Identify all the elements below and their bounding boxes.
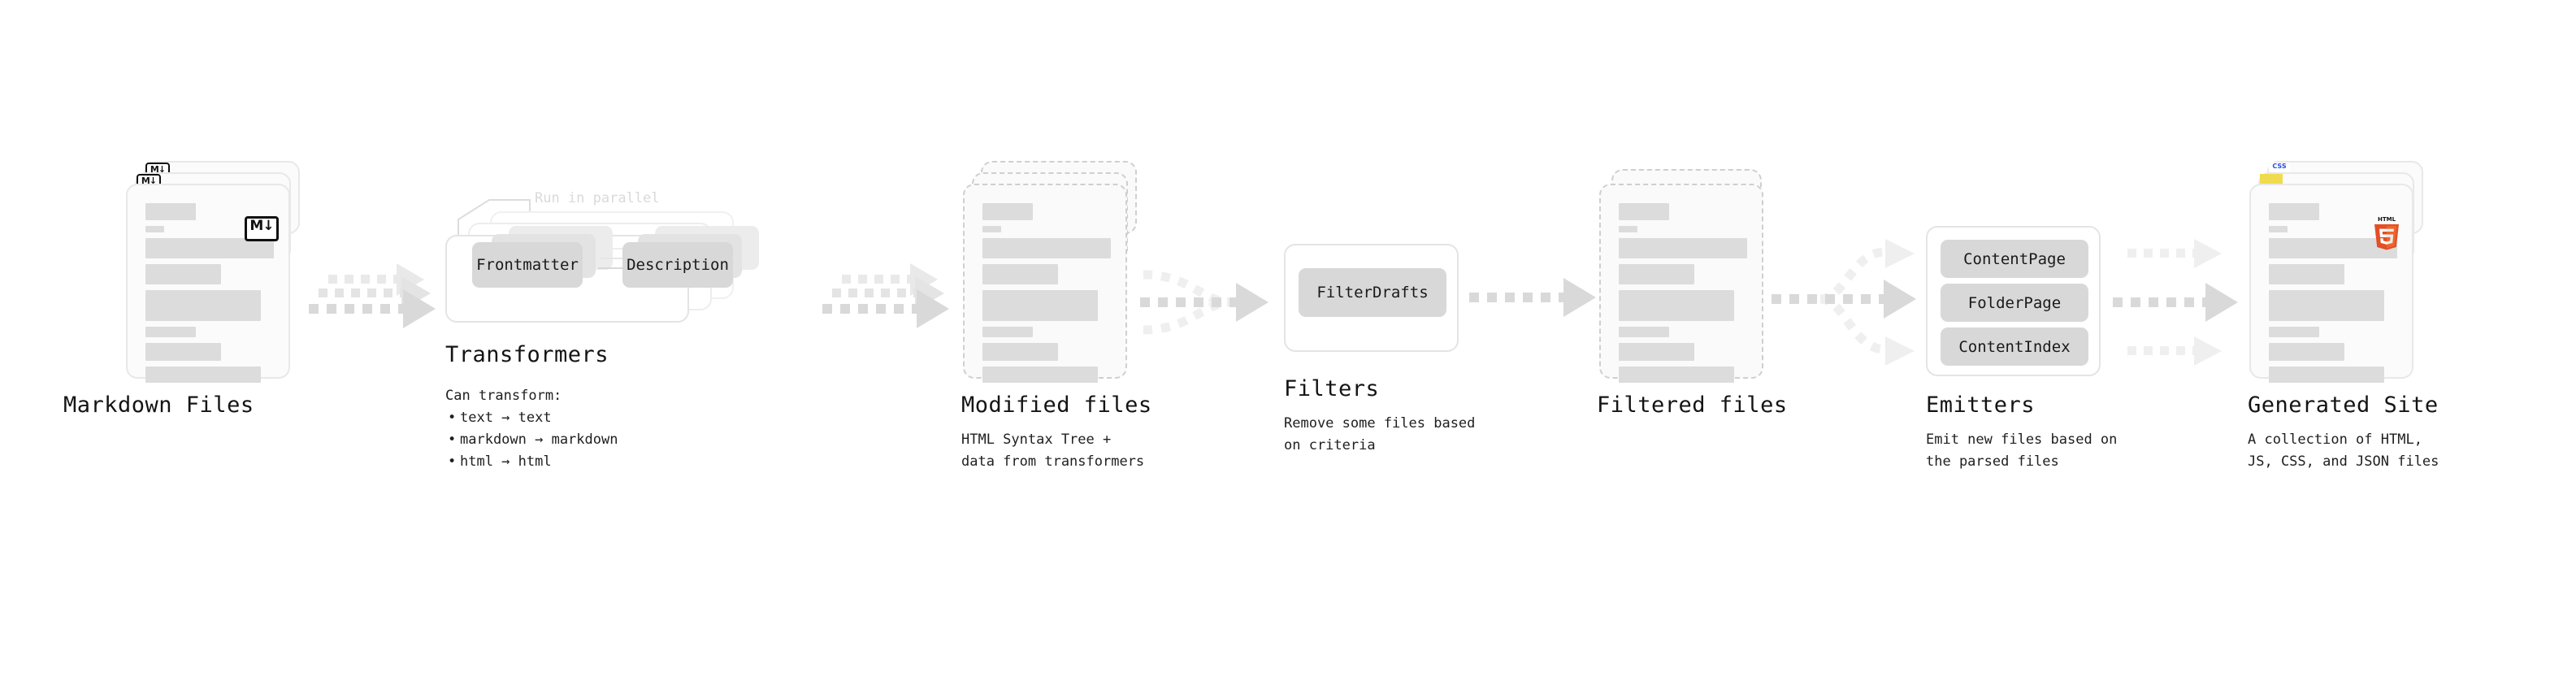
stage-title-filters: Filters: [1284, 376, 1380, 401]
desc-line: JS, CSS, and JSON files: [2248, 453, 2439, 470]
stage-title-markdown-files: Markdown Files: [63, 393, 254, 418]
stage-title-transformers: Transformers: [445, 342, 609, 367]
stage-markdown-files: M↓ M↓ M↓ Markdown Files: [63, 161, 301, 418]
skeleton-bar: [145, 343, 221, 361]
chip-folderpage-label: FolderPage: [1967, 293, 2062, 312]
skeleton-bar: [1619, 327, 1669, 337]
desc-line: the parsed files: [1926, 453, 2059, 470]
skeleton-bar: [982, 343, 1058, 361]
connector-filters-to-filtered: [1469, 278, 1599, 330]
stage-generated-site: CSS HTML: [2248, 161, 2439, 470]
document-skeleton: [2269, 203, 2397, 388]
desc-line: data from transformers: [961, 453, 1145, 470]
desc-line: A collection of HTML,: [2248, 432, 2422, 448]
chip-contentpage-label: ContentPage: [1963, 249, 2066, 268]
skeleton-bar: [145, 264, 221, 284]
skeleton-bar: [982, 367, 1098, 383]
skeleton-bar: [1619, 226, 1637, 232]
skeleton-bar: [982, 327, 1033, 337]
run-in-parallel-bracket: [458, 199, 531, 239]
skeleton-bar: [2269, 343, 2344, 361]
svg-text:HTML: HTML: [2378, 216, 2396, 223]
stage-title-filtered-files: Filtered files: [1597, 393, 1788, 418]
list-item: html → html: [448, 451, 618, 473]
skeleton-bar: [145, 238, 274, 258]
skeleton-bar: [2269, 203, 2319, 220]
chip-description-label: Description: [627, 256, 729, 274]
skeleton-bar: [2269, 367, 2384, 383]
chip-filterdrafts-label: FilterDrafts: [1316, 284, 1429, 301]
html5-icon: HTML: [2371, 215, 2402, 250]
connector-transformers-to-modified: [821, 263, 951, 349]
filters-panel: FilterDrafts: [1284, 244, 1459, 352]
document-skeleton: [145, 203, 274, 388]
file-card-front: [1599, 184, 1763, 383]
filtered-file-stack: [1599, 161, 1774, 383]
skeleton-bar: [2269, 290, 2384, 321]
list-item: text → text: [448, 407, 618, 429]
stage-modified-files: Modified files HTML Syntax Tree + data f…: [961, 161, 1151, 470]
skeleton-bar: [1619, 264, 1694, 284]
stage-title-emitters: Emitters: [1926, 393, 2036, 418]
skeleton-bar: [2269, 238, 2397, 258]
markdown-file-stack: M↓ M↓ M↓: [126, 161, 301, 383]
skeleton-bar: [1619, 203, 1669, 220]
emitters-panel: ContentPage FolderPage ContentIndex: [1926, 226, 2101, 376]
desc-line: on criteria: [1284, 437, 1376, 453]
file-card-front: [963, 184, 1127, 383]
document-skeleton: [1619, 203, 1747, 388]
skeleton-bar: [2269, 264, 2344, 284]
skeleton-bar: [145, 327, 196, 337]
skeleton-bar: [982, 238, 1111, 258]
skeleton-bar: [145, 367, 261, 383]
skeleton-bar: [145, 226, 164, 232]
desc-line: Remove some files based: [1284, 415, 1476, 432]
chip-contentindex[interactable]: ContentIndex: [1941, 327, 2088, 366]
modified-files-description: HTML Syntax Tree + data from transformer…: [961, 429, 1144, 473]
chip-contentindex-label: ContentIndex: [1958, 337, 2071, 356]
chip-contentpage[interactable]: ContentPage: [1941, 240, 2088, 278]
skeleton-bar: [982, 290, 1098, 321]
skeleton-bar: [1619, 343, 1694, 361]
stage-filtered-files: Filtered files: [1597, 161, 1787, 418]
run-in-parallel-label: Run in parallel: [535, 190, 660, 206]
desc-line: HTML Syntax Tree +: [961, 432, 1112, 448]
stage-title-generated-site: Generated Site: [2248, 393, 2439, 418]
generated-site-description: A collection of HTML, JS, CSS, and JSON …: [2248, 429, 2439, 473]
document-skeleton: [982, 203, 1111, 388]
filters-description: Remove some files based on criteria: [1284, 413, 1475, 457]
skeleton-bar: [2269, 327, 2319, 337]
transform-list: text → text markdown → markdown html → h…: [445, 407, 618, 473]
generated-site-file-stack: CSS HTML: [2249, 161, 2424, 383]
skeleton-bar: [1619, 367, 1734, 383]
skeleton-bar: [145, 290, 261, 321]
skeleton-bar: [2269, 226, 2288, 232]
stage-title-modified-files: Modified files: [961, 393, 1152, 418]
chip-frontmatter[interactable]: Frontmatter: [472, 242, 583, 288]
transformers-description: Can transform: text → text markdown → ma…: [445, 385, 618, 473]
skeleton-bar: [1619, 290, 1734, 321]
chip-frontmatter-label: Frontmatter: [476, 256, 579, 274]
chip-description[interactable]: Description: [622, 242, 733, 288]
skeleton-bar: [1619, 238, 1747, 258]
emitters-description: Emit new files based on the parsed files: [1926, 429, 2117, 473]
connector-filtered-to-emitters: [1772, 229, 1926, 367]
file-card-front: HTML: [2249, 184, 2413, 383]
chip-folderpage[interactable]: FolderPage: [1941, 284, 2088, 322]
file-card-front: M↓: [126, 184, 290, 383]
list-item: markdown → markdown: [448, 429, 618, 451]
connector-md-to-transformers: [307, 263, 437, 349]
connector-emitters-to-site: [2113, 232, 2255, 371]
connector-modified-to-filters: [1134, 262, 1288, 351]
can-transform-intro: Can transform:: [445, 388, 562, 404]
skeleton-bar: [145, 203, 196, 220]
modified-file-stack: [963, 161, 1138, 383]
desc-line: Emit new files based on: [1926, 432, 2118, 448]
skeleton-bar: [982, 264, 1058, 284]
markdown-icon: M↓: [245, 216, 279, 241]
chip-filterdrafts[interactable]: FilterDrafts: [1299, 268, 1446, 317]
skeleton-bar: [982, 203, 1033, 220]
skeleton-bar: [982, 226, 1001, 232]
